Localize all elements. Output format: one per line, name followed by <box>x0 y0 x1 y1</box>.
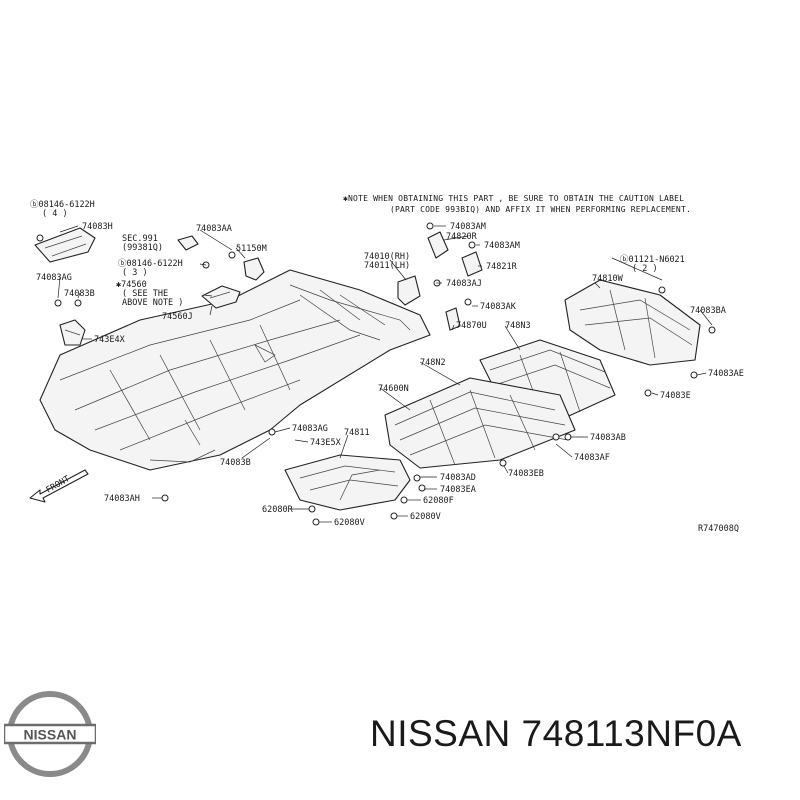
bolt-icon <box>308 505 316 513</box>
bolt-icon <box>552 433 560 441</box>
nissan-logo-icon: NISSAN <box>4 691 96 777</box>
part-label: 743E5X <box>310 438 342 448</box>
part-label: 748N2 <box>420 358 446 368</box>
part-label: 74600N <box>378 384 409 394</box>
bolt-icon <box>468 241 476 249</box>
bolt-icon <box>464 298 472 306</box>
front-bracket-part <box>34 227 96 263</box>
bolt-icon <box>499 459 507 467</box>
part-label: 74083B <box>220 458 251 468</box>
part-label: 62080V <box>410 512 441 522</box>
part-label: ( 2 ) <box>632 264 658 274</box>
bolt-icon <box>161 494 169 502</box>
right-undercover-part <box>564 279 701 366</box>
part-label: ⓑ08146-6122H <box>30 200 95 210</box>
part-label: 74870U <box>456 321 487 331</box>
logo-text: NISSAN <box>24 727 77 743</box>
center-bracket-part <box>397 231 483 331</box>
side-bracket-part <box>59 319 86 346</box>
part-label: ( 4 ) <box>42 209 68 219</box>
insulator-part <box>177 235 265 309</box>
part-label: 62080V <box>334 518 365 528</box>
part-label: 74083AG <box>36 273 72 283</box>
bolt-icon <box>54 299 62 307</box>
caution-note-line-1: ✱NOTE WHEN OBTAINING THIS PART , BE SURE… <box>343 194 684 203</box>
bolt-icon <box>708 326 716 334</box>
diagram-code: R747008Q <box>698 524 739 534</box>
part-label: 74821R <box>486 262 518 272</box>
part-label: 74083AJ <box>446 279 482 289</box>
part-label: 748N3 <box>505 321 531 331</box>
bolt-icon <box>644 389 652 397</box>
leader-lines <box>57 225 713 523</box>
part-label: 743E4X <box>94 335 126 345</box>
bolt-icon <box>390 512 398 520</box>
part-label: 74083EB <box>508 469 544 479</box>
part-label: ( 3 ) <box>122 268 148 278</box>
main-undercover-part <box>39 269 431 471</box>
part-label: 74083E <box>660 391 691 401</box>
part-label: 74810W <box>592 274 624 284</box>
part-label: ABOVE NOTE ) <box>122 298 183 308</box>
part-label: ⓑ01121-N6021 <box>620 255 685 265</box>
bolt-icon <box>400 496 408 504</box>
part-label: 74083AD <box>440 473 476 483</box>
part-label: ✱74560 <box>116 280 147 290</box>
part-label: 74010(RH) <box>364 252 410 262</box>
part-label: 74083EA <box>440 485 476 495</box>
part-labels: ⓑ08146-6122H ( 4 ) 74083H SEC.991 (99381… <box>30 200 744 534</box>
lower-cover-part <box>284 454 411 511</box>
part-label: 62080R <box>262 505 294 515</box>
part-label: 74083AM <box>450 222 486 232</box>
part-label: 74083AA <box>196 224 232 234</box>
caution-note-line-2: (PART CODE 993BIQ) AND AFFIX IT WHEN PER… <box>390 205 691 214</box>
part-label: 51150M <box>236 244 267 254</box>
part-label: 74083B <box>64 289 95 299</box>
bolt-icon <box>658 286 666 294</box>
bolt-icon <box>690 371 698 379</box>
part-label: 74011(LH) <box>364 261 410 271</box>
part-label: ( SEE THE <box>122 289 168 299</box>
part-label: 74083AG <box>292 424 328 434</box>
part-label: 74083H <box>82 222 113 232</box>
part-number-caption: NISSAN 748113NF0A <box>370 713 742 754</box>
front-label: FRONT <box>45 474 72 495</box>
bolt-icon <box>426 222 434 230</box>
part-label: 74083AB <box>590 433 626 443</box>
bolt-icon <box>413 474 421 482</box>
bolt-icon <box>312 518 320 526</box>
part-label: SEC.991 <box>122 234 158 244</box>
part-label: (99381Q) <box>122 243 163 253</box>
bolt-icon <box>418 484 426 492</box>
rear-undercover-part <box>384 377 576 469</box>
bolt-icon <box>268 428 276 436</box>
part-label: 74083BA <box>690 306 726 316</box>
part-label: 74083AE <box>708 369 744 379</box>
part-label: 74083AM <box>484 241 520 251</box>
part-label: 74811 <box>344 428 370 438</box>
bolt-icon <box>36 234 44 242</box>
part-label: ⓑ08146-6122H <box>118 259 183 269</box>
part-label: 74083AK <box>480 302 517 312</box>
part-label: 74820R <box>446 232 478 242</box>
front-arrow-icon: FRONT <box>29 469 89 503</box>
part-label: 74560J <box>162 312 193 322</box>
part-label: 74083AF <box>574 453 610 463</box>
bolt-icon <box>228 251 236 259</box>
part-label: 62080F <box>423 496 454 506</box>
part-label: 74083AH <box>104 494 140 504</box>
bolt-icon <box>74 299 82 307</box>
